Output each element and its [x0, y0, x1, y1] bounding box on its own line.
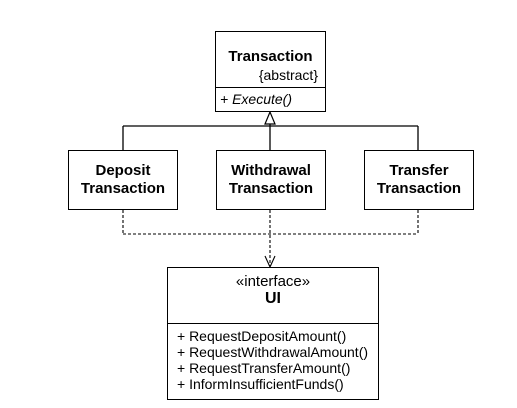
transfer-transaction-class-box: Transfer Transaction — [364, 150, 474, 210]
deposit-name-line1: Deposit — [95, 162, 151, 179]
execute-operation: + Execute() — [220, 91, 292, 107]
inheritance-arrowhead — [264, 110, 276, 125]
interface-stereotype: «interface» — [235, 273, 311, 290]
abstract-stereotype: {abstract} — [258, 67, 318, 83]
ui-interface-box: «interface» UI + RequestDepositAmount() … — [167, 267, 379, 400]
ui-interface-name: UI — [265, 290, 281, 307]
transaction-class-box: Transaction {abstract} + Execute() — [215, 31, 326, 112]
withdrawal-name-line2: Transaction — [228, 180, 314, 197]
ui-name-section: «interface» UI — [168, 268, 378, 323]
deposit-name-line2: Transaction — [80, 180, 166, 197]
transaction-class-name: Transaction — [228, 48, 313, 65]
operation-request-transfer-amount: + RequestTransferAmount() — [177, 360, 351, 376]
operation-inform-insufficient-funds: + InformInsufficientFunds() — [177, 376, 344, 392]
deposit-transaction-name: Deposit Transaction — [69, 151, 177, 198]
generalization-lines — [122, 124, 419, 150]
operation-request-withdrawal-amount: + RequestWithdrawalAmount() — [177, 344, 369, 360]
deposit-transaction-class-box: Deposit Transaction — [68, 150, 178, 210]
transfer-name-line1: Transfer — [389, 162, 449, 179]
operation-request-deposit-amount: + RequestDepositAmount() — [177, 328, 347, 344]
dependency-lines — [122, 210, 419, 266]
transaction-name-section: Transaction {abstract} — [216, 32, 325, 87]
withdrawal-transaction-name: Withdrawal Transaction — [217, 151, 325, 198]
transfer-transaction-name: Transfer Transaction — [365, 151, 473, 198]
transfer-name-line2: Transaction — [376, 180, 462, 197]
ui-operations-section: + RequestDepositAmount() + RequestWithdr… — [168, 323, 378, 392]
transaction-operations-section: + Execute() — [216, 87, 325, 112]
withdrawal-name-line1: Withdrawal — [231, 162, 311, 179]
withdrawal-transaction-class-box: Withdrawal Transaction — [216, 150, 326, 210]
